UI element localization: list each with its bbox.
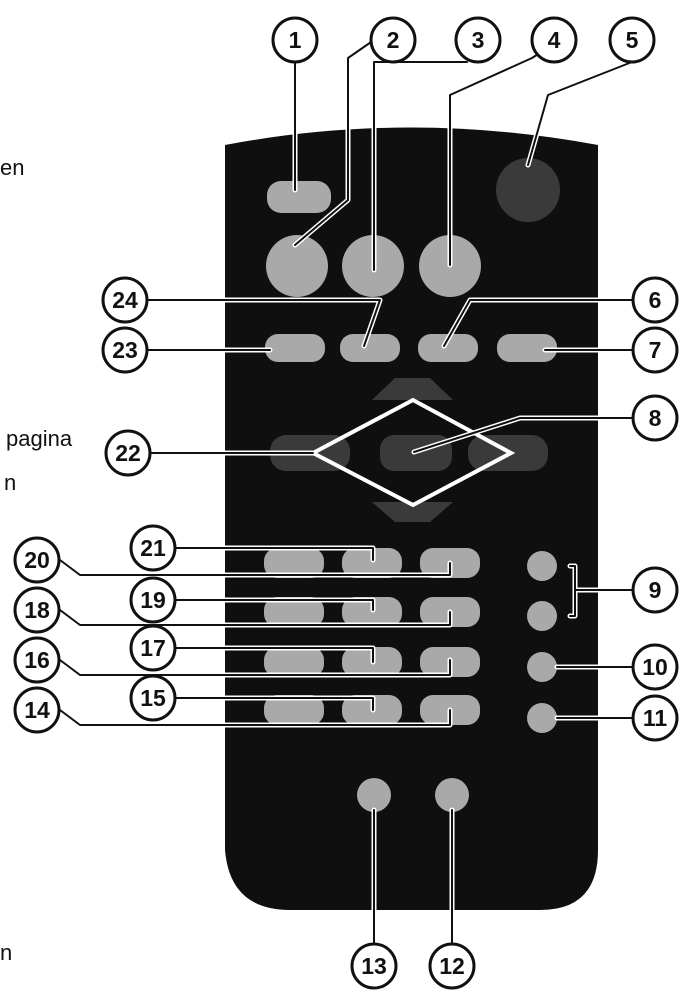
button-9-lower [527,601,557,631]
svg-text:9: 9 [649,577,662,603]
grid-button [264,548,324,578]
callout-6: 6 [631,276,679,324]
svg-text:16: 16 [24,647,50,673]
callouts: 1 2 3 4 5 6 7 8 9 10 11 12 13 14 15 16 1… [13,16,679,990]
svg-text:17: 17 [140,635,166,661]
svg-text:24: 24 [112,287,138,313]
grid-button [264,597,324,627]
text-fragment-n-upper: n [4,470,17,495]
svg-text:3: 3 [472,27,485,53]
callout-5: 5 [608,16,656,64]
button-1 [267,181,331,213]
button-13 [357,778,391,812]
svg-text:21: 21 [140,535,166,561]
svg-text:8: 8 [649,405,662,431]
callout-21: 21 [129,524,177,572]
button-7 [497,334,557,362]
button-6 [418,334,478,362]
svg-text:15: 15 [140,685,166,711]
grid-button [264,695,324,725]
callout-12: 12 [428,942,476,990]
callout-9: 9 [631,566,679,614]
callout-22: 22 [104,429,152,477]
callout-7: 7 [631,326,679,374]
callout-4: 4 [530,16,578,64]
button-9-upper [527,551,557,581]
button-24 [340,334,400,362]
callout-15: 15 [129,674,177,722]
text-fragment-en: en [0,155,25,180]
grid-button [264,647,324,677]
svg-text:18: 18 [24,597,50,623]
callout-19: 19 [129,576,177,624]
callout-1: 1 [271,16,319,64]
callout-11: 11 [631,694,679,742]
nav-diamond-outline [308,397,516,508]
callout-13: 13 [350,942,398,990]
callout-10: 10 [631,643,679,691]
callout-17: 17 [129,624,177,672]
svg-text:10: 10 [642,654,668,680]
callout-24: 24 [101,276,149,324]
svg-text:22: 22 [115,440,141,466]
button-2 [266,235,328,297]
svg-text:7: 7 [649,337,662,363]
callout-18: 18 [13,586,61,634]
svg-text:11: 11 [643,705,668,731]
button-5-power [496,158,560,222]
callout-23: 23 [101,326,149,374]
nav-down-button [372,502,453,522]
callout-3: 3 [454,16,502,64]
svg-text:1: 1 [289,27,302,53]
grid-button [342,548,402,578]
callout-20: 20 [13,536,61,584]
callout-14: 14 [13,686,61,734]
svg-text:2: 2 [387,27,400,53]
number-grid [264,548,480,725]
callout-2: 2 [369,16,417,64]
svg-text:6: 6 [649,287,662,313]
svg-text:20: 20 [24,547,50,573]
button-23 [265,334,325,362]
nav-up-button [372,378,453,400]
svg-text:5: 5 [626,27,639,53]
text-fragment-pagina: pagina [6,426,73,451]
callout-8: 8 [631,394,679,442]
button-11 [527,703,557,733]
button-12 [435,778,469,812]
svg-text:19: 19 [140,587,166,613]
svg-text:23: 23 [112,337,138,363]
button-10 [527,652,557,682]
svg-text:4: 4 [548,27,561,53]
svg-text:12: 12 [439,953,465,979]
callout-16: 16 [13,636,61,684]
svg-text:14: 14 [24,697,50,723]
text-fragment-n-lower: n [0,940,13,965]
svg-text:13: 13 [361,953,387,979]
